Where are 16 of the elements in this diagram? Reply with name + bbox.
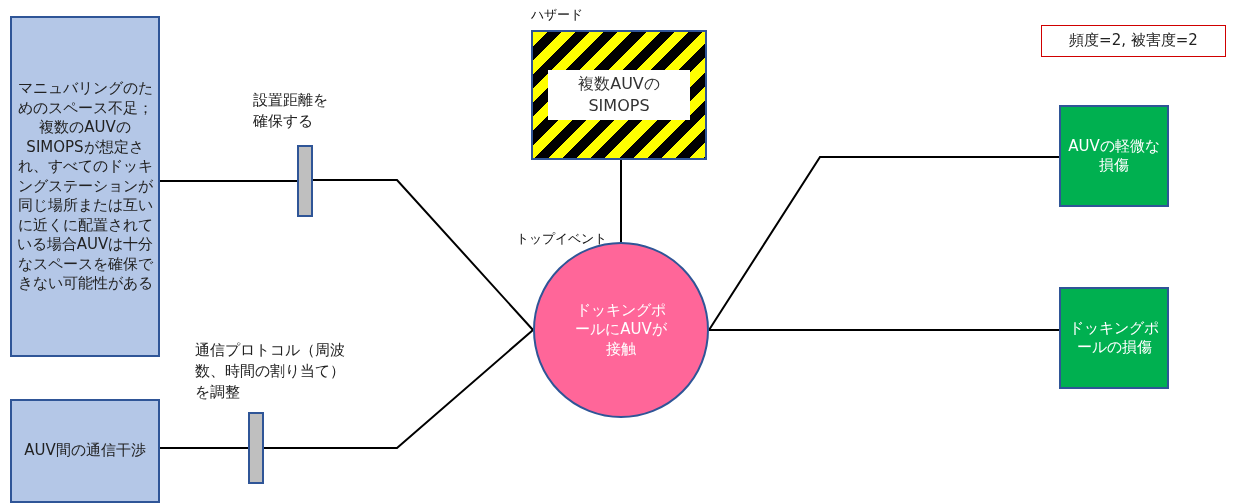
consequence-box: AUVの軽微な損傷 xyxy=(1059,105,1169,207)
rating-box: 頻度=2, 被害度=2 xyxy=(1041,25,1226,57)
barrier-label: 設置距離を確保する xyxy=(253,90,329,132)
consequence-box: ドッキングポールの損傷 xyxy=(1059,287,1169,389)
connector-line xyxy=(159,180,298,182)
threat-box: マニュバリングのためのスペース不足；複数のAUVのSIMOPSが想定され、すべてのドッキングステーションが同じ場所または互いに近くに配置されている場合AUVは十分なスペースを確保できない可能性がある xyxy=(10,16,160,357)
connector-line xyxy=(263,329,534,449)
connector-line xyxy=(620,159,622,243)
barrier-label: 通信プロトコル（周波数、時間の割り当て）を調整 xyxy=(195,340,346,403)
node-heading: ハザード xyxy=(531,6,583,24)
connector-line xyxy=(312,179,534,331)
connector-line xyxy=(708,156,1060,331)
connector-line xyxy=(708,329,1060,331)
threat-box: AUV間の通信干渉 xyxy=(10,399,160,503)
connector-line xyxy=(159,447,249,449)
hazard-label: 複数AUVのSIMOPS xyxy=(548,70,690,120)
